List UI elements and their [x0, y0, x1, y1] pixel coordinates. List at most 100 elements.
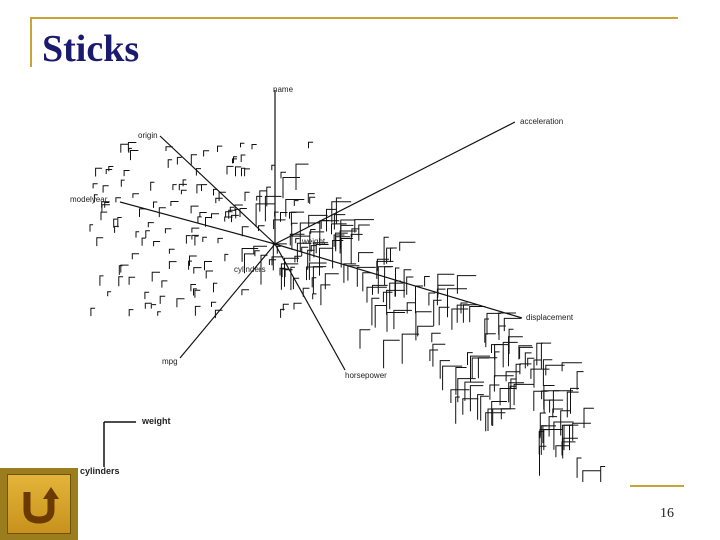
stick-glyph — [194, 289, 201, 298]
stick-glyph — [428, 292, 436, 306]
stick-glyph — [291, 222, 298, 237]
stick-glyph — [190, 205, 199, 214]
stick-glyph — [508, 382, 525, 403]
stick-glyph — [508, 328, 514, 354]
stick-glyph — [293, 302, 302, 310]
stick-glyph — [194, 235, 199, 246]
stick-glyph — [107, 291, 112, 297]
stick-glyph — [191, 234, 199, 240]
stick-glyph — [513, 383, 534, 406]
stick-glyph — [307, 249, 315, 270]
stick-glyph — [95, 167, 103, 177]
stick-glyph — [205, 270, 213, 279]
stick-glyph — [120, 179, 125, 187]
stick-glyph — [308, 214, 328, 228]
return-button[interactable] — [0, 468, 78, 540]
stick-glyph — [455, 396, 460, 424]
stick-figure-plot: name acceleration displacement horsepowe… — [60, 82, 660, 482]
stick-glyph — [120, 264, 129, 273]
stick-glyph — [271, 256, 284, 266]
stick-glyph — [153, 201, 158, 208]
stick-glyph — [131, 253, 139, 260]
stick-glyph — [471, 357, 490, 379]
stick-glyph — [503, 317, 522, 332]
stick-glyph — [151, 271, 160, 282]
stick-glyph — [498, 325, 506, 340]
stick-glyph — [284, 257, 300, 287]
stick-glyph — [362, 272, 372, 292]
stick-glyph — [395, 267, 400, 297]
stick-glyph — [545, 364, 565, 376]
stick-glyph — [157, 311, 161, 316]
stick-glyph — [424, 276, 430, 287]
stick-glyph — [527, 357, 535, 367]
stick-glyph — [256, 195, 263, 201]
stick-glyph — [502, 341, 518, 368]
axis-label-weight: weight — [301, 237, 326, 246]
stick-glyph — [172, 184, 177, 191]
stick-glyph — [376, 258, 389, 272]
page-number: 16 — [660, 506, 674, 521]
stick-glyph — [147, 222, 154, 228]
stick-glyph — [451, 308, 469, 330]
stick-glyph — [401, 333, 420, 364]
stick-glyph — [386, 312, 406, 332]
stick-glyph — [108, 166, 114, 172]
stick-glyph — [180, 189, 187, 195]
axis-label-mpg: mpg — [162, 357, 178, 366]
stick-glyph — [128, 309, 134, 317]
stick-glyph — [406, 276, 414, 295]
stick-glyph — [563, 424, 572, 451]
stick-glyph — [202, 236, 207, 242]
stick-glyph — [484, 318, 489, 343]
stick-glyph — [115, 197, 121, 203]
stick-glyph — [498, 312, 516, 335]
stick-glyph — [572, 422, 591, 441]
stick-glyph — [510, 378, 517, 389]
stick-glyph — [150, 181, 155, 191]
stick-glyph — [464, 381, 485, 401]
stick-glyph — [139, 208, 147, 217]
stick-glyph — [432, 343, 446, 367]
stick-glyph — [228, 209, 235, 219]
stick-glyph — [273, 219, 286, 230]
stick-glyph — [540, 425, 547, 455]
stick-glyph — [447, 288, 467, 318]
stick-glyph — [505, 371, 520, 382]
stick-glyph — [255, 203, 276, 227]
stick-glyph — [211, 213, 219, 219]
stick-glyph — [494, 351, 500, 378]
stick-glyph — [193, 288, 197, 296]
stick-glyph — [543, 429, 563, 451]
stick-glyph — [213, 282, 218, 293]
stick-glyph — [193, 267, 202, 274]
stick-glyph — [234, 204, 243, 211]
stick-glyph — [197, 216, 202, 224]
stick-glyph — [406, 302, 416, 314]
stick-glyph — [486, 312, 502, 335]
stick-glyph — [539, 445, 547, 476]
stick-glyph — [539, 429, 550, 439]
stick-glyph — [224, 216, 233, 222]
stick-glyph — [436, 288, 446, 306]
stick-glyph — [403, 269, 412, 298]
stick-glyph — [515, 363, 522, 390]
stick-glyph — [191, 227, 200, 233]
stick-glyph — [437, 273, 455, 298]
stick-glyph — [279, 267, 286, 276]
stick-glyph — [462, 304, 478, 323]
stick-glyph — [491, 344, 509, 353]
stick-glyph — [239, 208, 247, 217]
stick-glyph — [204, 261, 212, 271]
stick-glyph — [455, 367, 467, 395]
stick-glyph — [145, 230, 150, 239]
axis-line-acceleration — [274, 121, 516, 245]
return-button-face[interactable] — [7, 474, 71, 534]
stick-glyph — [340, 238, 353, 268]
stick-glyph — [195, 168, 201, 176]
stick-glyph — [253, 245, 267, 255]
stick-glyph — [393, 309, 412, 330]
stick-glyph — [309, 196, 316, 204]
stick-glyph — [372, 284, 388, 295]
stick-glyph — [533, 359, 542, 388]
